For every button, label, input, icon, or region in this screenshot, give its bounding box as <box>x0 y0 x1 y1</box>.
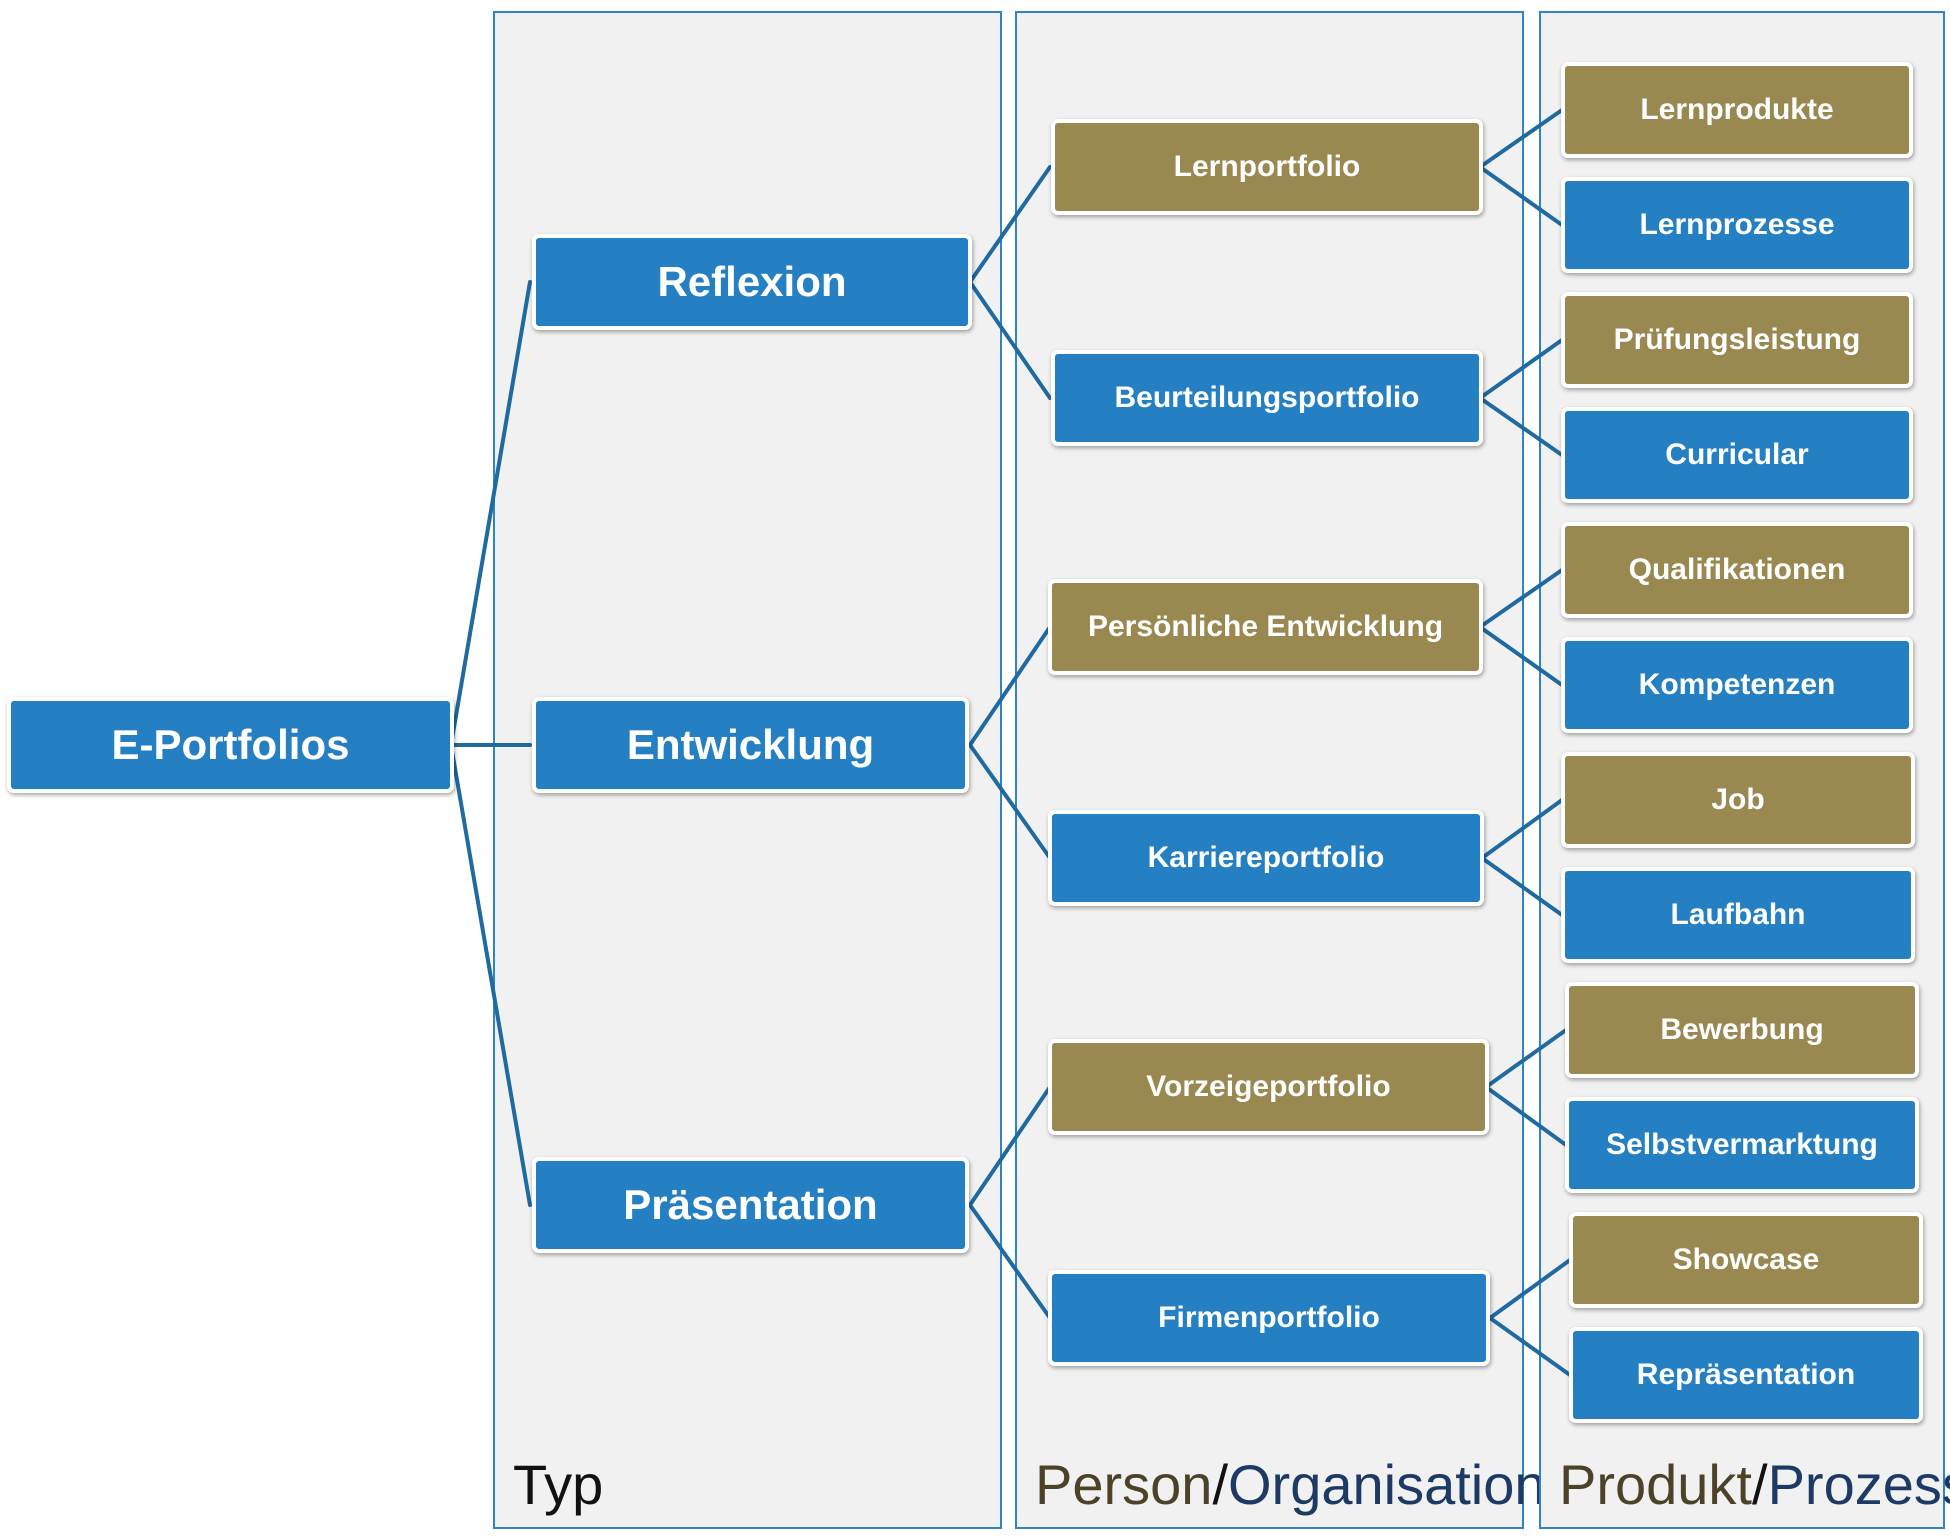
node-laufbahn: Laufbahn <box>1561 867 1915 963</box>
column-caption-typ: Typ <box>513 1453 604 1516</box>
node-bewerbung: Bewerbung <box>1565 982 1919 1078</box>
link-persoenliche-qualifikationen <box>1478 568 1564 629</box>
link-root-praesentation <box>449 743 532 1207</box>
link-lernportfolio-lernprodukte <box>1478 108 1564 169</box>
root-node-e-portfolios: E-Portfolios <box>7 697 454 793</box>
type-node-praesentation: Präsentation <box>532 1157 969 1253</box>
caption-organisation: Organisation <box>1228 1453 1546 1516</box>
link-reflexion-lernportfolio <box>968 165 1052 284</box>
node-firmenportfolio: Firmenportfolio <box>1048 1270 1490 1366</box>
caption-person: Person <box>1035 1453 1213 1516</box>
link-persoenliche-kompetenzen <box>1478 625 1564 687</box>
caption-prozess: Prozess <box>1767 1453 1950 1516</box>
column-caption-produkt-prozess: Produkt/Prozess <box>1559 1457 1950 1513</box>
link-entwicklung-karriereportfolio <box>968 743 1052 860</box>
node-curricular: Curricular <box>1561 407 1913 503</box>
link-firmen-showcase <box>1488 1258 1572 1320</box>
link-praesentation-firmenportfolio <box>968 1203 1052 1320</box>
node-vorzeigeportfolio: Vorzeigeportfolio <box>1048 1039 1489 1135</box>
link-entwicklung-persoenliche <box>968 625 1052 747</box>
node-lernportfolio: Lernportfolio <box>1051 119 1483 215</box>
link-karriere-laufbahn <box>1480 856 1564 917</box>
link-root-reflexion <box>449 280 532 747</box>
link-vorzeige-selbstvermarktung <box>1484 1085 1568 1147</box>
link-reflexion-beurteilungsportfolio <box>968 280 1052 400</box>
link-praesentation-vorzeigeportfolio <box>968 1085 1052 1207</box>
node-lernprodukte: Lernprodukte <box>1561 62 1913 158</box>
column-caption-person-organisation: Person/Organisation <box>1035 1453 1546 1516</box>
node-qualifikationen: Qualifikationen <box>1561 522 1913 618</box>
link-beurteilung-curricular <box>1478 396 1564 457</box>
type-node-reflexion: Reflexion <box>532 234 972 330</box>
node-kompetenzen: Kompetenzen <box>1561 637 1913 733</box>
node-repraesentation: Repräsentation <box>1569 1327 1923 1423</box>
node-selbstvermarktung: Selbstvermarktung <box>1565 1097 1919 1193</box>
type-node-entwicklung: Entwicklung <box>532 697 969 793</box>
node-persoenliche-entwicklung: Persönliche Entwicklung <box>1048 579 1483 675</box>
caption-produkt: Produkt <box>1559 1453 1752 1516</box>
node-job: Job <box>1561 752 1915 848</box>
link-vorzeige-bewerbung <box>1484 1028 1568 1089</box>
link-beurteilung-pruefungsleistung <box>1478 338 1564 400</box>
link-firmen-repraesentation <box>1488 1316 1572 1377</box>
node-karriereportfolio: Karriereportfolio <box>1048 810 1484 906</box>
node-pruefungsleistung: Prüfungsleistung <box>1561 292 1913 388</box>
node-beurteilungsportfolio: Beurteilungsportfolio <box>1051 350 1483 446</box>
link-karriere-job <box>1480 798 1564 860</box>
node-showcase: Showcase <box>1569 1212 1923 1308</box>
link-lernportfolio-lernprozesse <box>1478 165 1564 227</box>
node-lernprozesse: Lernprozesse <box>1561 177 1913 273</box>
